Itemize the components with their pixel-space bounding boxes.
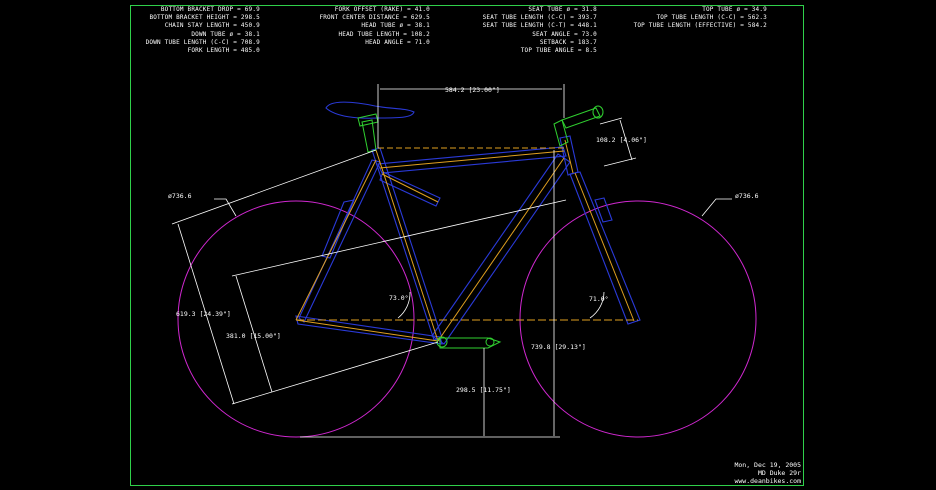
crank-arm (439, 337, 502, 349)
st-ct-dim-line (177, 223, 235, 405)
spec-top-tube-dia: TOP TUBE ø = 34.9 (702, 6, 767, 13)
spec-seat-tube-cc: SEAT TUBE LENGTH (C-C) = 393.7 (482, 14, 597, 22)
spec-head-tube-dia: HEAD TUBE ø = 38.1 (361, 22, 430, 30)
front-wheel-dia-label: ø736.6 (735, 192, 759, 200)
seat-tube-ct-label: 619.3 [24.39"] (176, 310, 231, 318)
spec-seat-tube-dia: SEAT TUBE ø = 31.8 (528, 6, 597, 13)
spec-column-3: SEAT TUBE ø = 31.8 SEAT TUBE LENGTH (C-C… (470, 6, 597, 55)
st-ext-bottom (231, 341, 439, 405)
top-tube-centerline (379, 150, 565, 169)
spec-head-tube-length: HEAD TUBE LENGTH = 108.2 (338, 30, 430, 38)
head-angle-arc (589, 291, 605, 319)
spec-front-center: FRONT CENTER DISTANCE = 629.5 (319, 14, 430, 22)
spec-top-tube-cc: TOP TUBE LENGTH (C-C) = 562.3 (656, 14, 767, 22)
down-tube-centerline (437, 157, 565, 342)
front-wheel (519, 200, 757, 438)
components (357, 105, 604, 349)
frame-centerlines (295, 139, 638, 342)
rear-wheel-dia-label: ø736.6 (168, 192, 192, 200)
spec-fork-offset: FORK OFFSET (RAKE) = 41.0 (334, 6, 430, 13)
spec-chain-stay: CHAIN STAY LENGTH = 450.9 (164, 22, 260, 30)
st-cc-dim-line (235, 275, 273, 393)
spec-bb-drop: BOTTOM BRACKET DROP = 69.9 (160, 6, 260, 13)
rear-wheel (177, 200, 415, 438)
st-ext-mid (231, 199, 567, 277)
stem (561, 107, 601, 129)
head-tube-label: 108.2 [4.06"] (596, 136, 647, 144)
head-tube-centerline (564, 139, 574, 174)
handlebar-clamp (592, 105, 604, 119)
spec-seat-angle: SEAT ANGLE = 73.0 (532, 30, 597, 38)
stem-riser (553, 119, 569, 147)
seat-stay-centerline (295, 159, 377, 321)
chain-stay-centerline (295, 319, 439, 342)
fork-crown-outline (594, 197, 613, 223)
website: www.deanbikes.com (734, 477, 801, 485)
drawing-date: Mon, Dec 19, 2005 (734, 461, 801, 469)
spec-top-tube-angle: TOP TUBE ANGLE = 8.5 (520, 47, 597, 55)
spec-seat-tube-ct: SEAT TUBE LENGTH (C-T) = 448.1 (482, 22, 597, 30)
chain-stay-outline (295, 315, 443, 345)
ht-dim-line (619, 119, 633, 161)
spec-column-2: FORK OFFSET (RAKE) = 41.0 FRONT CENTER D… (300, 6, 430, 47)
bike-model: MD Duke 29r (757, 469, 801, 477)
fork-outline (569, 171, 641, 325)
front-wheel-leader (701, 198, 732, 217)
dimension-lines (171, 84, 732, 438)
spec-fork-length: FORK LENGTH = 485.0 (187, 47, 260, 55)
spec-column-1: BOTTOM BRACKET DROP = 69.9 BOTTOM BRACKE… (140, 6, 260, 55)
brace-outline (379, 171, 441, 207)
ht-ext-bottom (603, 157, 637, 167)
drawing-border (130, 5, 804, 486)
spec-column-4: TOP TUBE ø = 34.9 TOP TUBE LENGTH (C-C) … (630, 6, 767, 31)
frame-outline (295, 101, 641, 345)
top-tube-outline (377, 146, 567, 174)
brace-centerline (381, 173, 439, 203)
dimension-labels: 584.2 [23.00"] 108.2 [4.06"] ø736.6 ø736… (168, 86, 759, 394)
stack-label: 739.8 [29.13"] (531, 343, 586, 351)
spec-bb-height: BOTTOM BRACKET HEIGHT = 298.5 (149, 14, 260, 22)
seat-angle-label: 73.0° (389, 294, 409, 302)
st-ext-top (171, 149, 377, 225)
stay-stub-outline (321, 199, 355, 259)
rear-wheel-leader (214, 198, 237, 217)
seat-clamp (357, 113, 379, 127)
seat-angle-arc (397, 291, 411, 319)
ht-ext-top (599, 117, 623, 125)
spec-down-tube-dia: DOWN TUBE ø = 38.1 (191, 30, 260, 38)
fork-centerline (574, 172, 635, 322)
seat-stay-outline (298, 159, 381, 323)
drawing-info: Mon, Dec 19, 2005 MD Duke 29r www.deanbi… (734, 461, 801, 485)
ett-label: 584.2 [23.00"] (445, 86, 500, 94)
spec-top-tube-effective: TOP TUBE LENGTH (EFFECTIVE) = 584.2 (633, 22, 767, 30)
pedal (485, 337, 495, 347)
seat-tube-centerline (375, 149, 439, 342)
bb-height-label: 298.5 [11.75"] (456, 386, 511, 394)
head-angle-label: 71.0° (589, 295, 609, 303)
spec-head-angle: HEAD ANGLE = 71.0 (365, 38, 430, 46)
spec-setback: SETBACK = 183.7 (539, 38, 597, 46)
seat-tube-cc-label: 381.0 [15.00"] (226, 332, 281, 340)
spec-down-tube-length: DOWN TUBE LENGTH (C-C) = 708.9 (145, 38, 260, 46)
